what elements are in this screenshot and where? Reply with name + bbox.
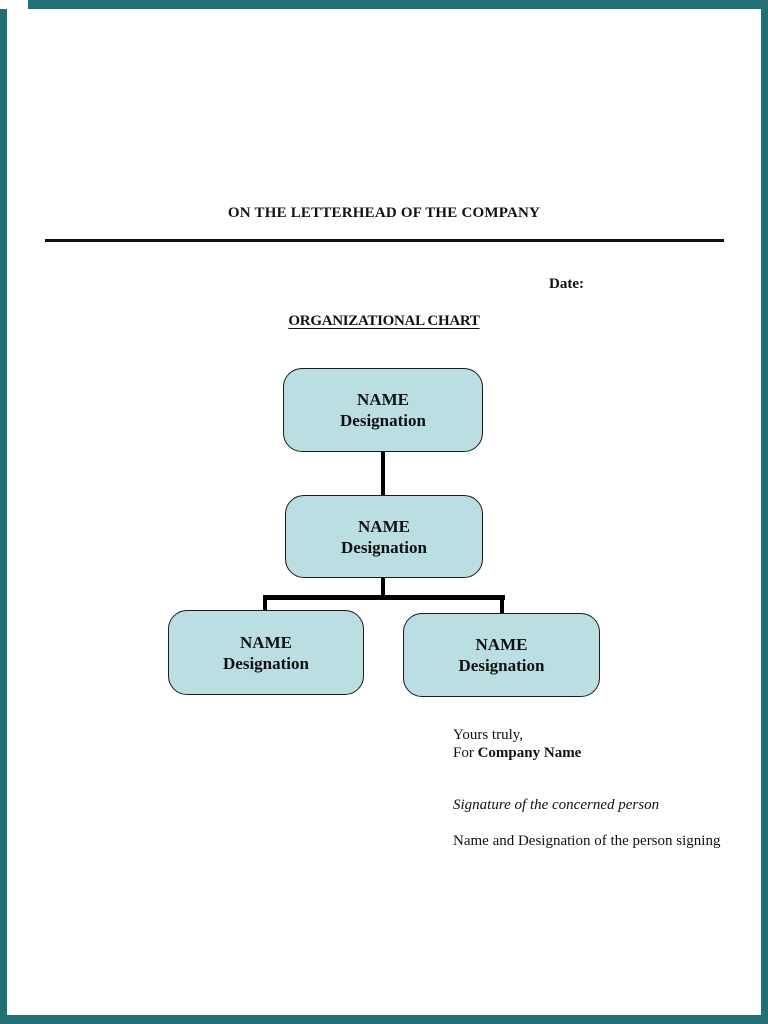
connector-left-stub [263,598,267,612]
page-frame-left [0,9,7,1024]
letterhead-title: ON THE LETTERHEAD OF THE COMPANY [227,205,541,221]
page-frame-top [28,0,768,9]
org-box-name: NAME [358,516,410,536]
org-box-left-child: NAME Designation [168,610,364,695]
date-label: Date: [549,276,584,292]
connector-right-stub [500,598,504,615]
header-rule [45,239,724,242]
closing-yours-truly: Yours truly, [453,727,524,743]
org-box-designation: Designation [458,656,545,675]
signature-note: Signature of the concerned person [453,797,660,813]
connector-middle-stub [381,577,385,599]
org-chart-title: ORGANIZATIONAL CHART [288,313,480,329]
closing-for-company: For Company Name [453,744,581,762]
org-box-designation: Designation [341,537,427,557]
name-designation-note: Name and Designation of the person signi… [453,833,721,849]
org-box-top: NAME Designation [283,368,483,452]
org-box-designation: Designation [340,411,426,430]
org-box-name: NAME [240,632,292,652]
page-frame-right [761,0,768,1024]
for-label: For [453,745,478,761]
org-box-designation: Designation [223,653,309,673]
org-box-name: NAME [357,390,409,409]
company-name: Company Name [477,745,582,761]
page-frame-bottom [0,1015,768,1024]
org-box-middle: NAME Designation [285,495,483,578]
org-box-right-child: NAME Designation [403,613,600,697]
connector-top-to-middle [381,451,385,497]
connector-branch-horizontal [263,595,505,600]
org-box-name: NAME [475,635,528,654]
